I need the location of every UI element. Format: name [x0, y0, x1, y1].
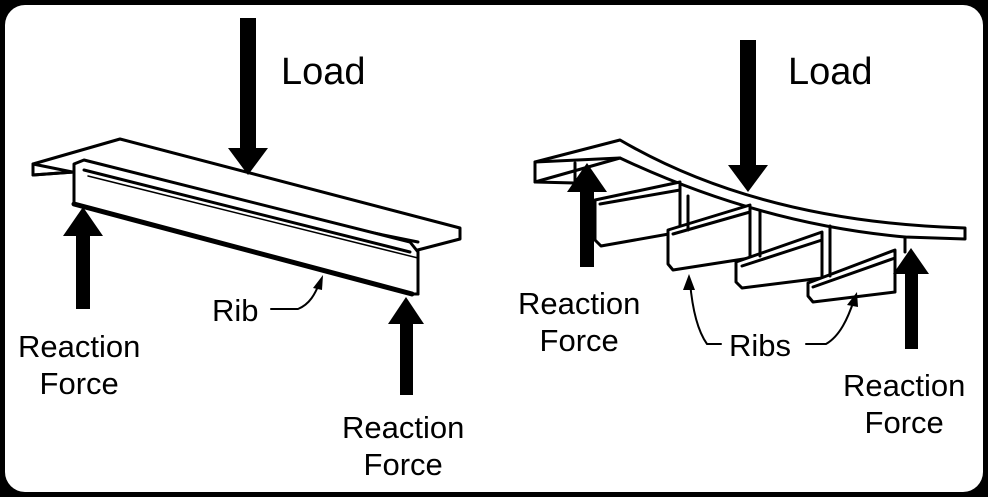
rib-leader-line	[270, 281, 321, 310]
curved-rib-3-top	[740, 238, 824, 268]
reaction-label-line2: Force	[39, 366, 119, 402]
right-reaction-arrow-right	[893, 248, 929, 349]
reaction-label-line1: Reaction	[843, 368, 966, 403]
left-reaction-force-label-left: Reaction Force	[18, 328, 140, 402]
curved-rib-1-edge	[598, 188, 682, 206]
curved-flange-edge	[533, 156, 622, 164]
left-load-label: Load	[281, 51, 366, 93]
right-reaction-arrow-left	[567, 163, 607, 267]
diagram-panel: Load Rib Reaction Force Reaction Force L…	[5, 5, 983, 492]
reaction-label-line1: Reaction	[518, 286, 641, 321]
reaction-label-line1: Reaction	[342, 410, 465, 445]
curved-rib-1	[593, 180, 682, 248]
rib-bottom-edge	[71, 201, 415, 297]
reaction-label-line2: Force	[363, 447, 443, 483]
right-reaction-force-label-right: Reaction Force	[843, 367, 965, 441]
right-load-label: Load	[788, 51, 873, 93]
right-load-arrow	[728, 40, 768, 192]
left-reaction-arrow-right	[388, 297, 424, 395]
reaction-label-line2: Force	[539, 323, 619, 359]
ribs-leader-right-arrowhead	[847, 292, 858, 307]
curved-rib-4-top	[811, 256, 897, 289]
left-reaction-arrow-left	[63, 207, 103, 309]
rib-inner-line	[87, 175, 419, 259]
beam-diagram	[31, 18, 967, 395]
rib-label: Rib	[212, 293, 259, 328]
left-load-arrow	[228, 18, 268, 175]
curved-rib-2-top	[671, 210, 752, 236]
reaction-label-line1: Reaction	[18, 329, 141, 364]
rib-top-edge	[82, 168, 412, 254]
ribs-leader-left	[689, 281, 722, 345]
curved-rib-2	[666, 203, 752, 272]
curved-flange	[533, 138, 967, 241]
ribs-label: Ribs	[729, 328, 792, 363]
left-reaction-force-label-right: Reaction Force	[342, 409, 464, 483]
rib-leader-arrowhead	[313, 275, 323, 290]
ribs-leader-left-arrowhead	[683, 274, 695, 290]
reaction-label-line2: Force	[864, 405, 944, 441]
right-reaction-force-label-left: Reaction Force	[518, 285, 640, 359]
flange-edge-line-front	[31, 170, 76, 177]
straight-beam	[31, 137, 462, 297]
ribs-leader-right	[805, 299, 855, 345]
